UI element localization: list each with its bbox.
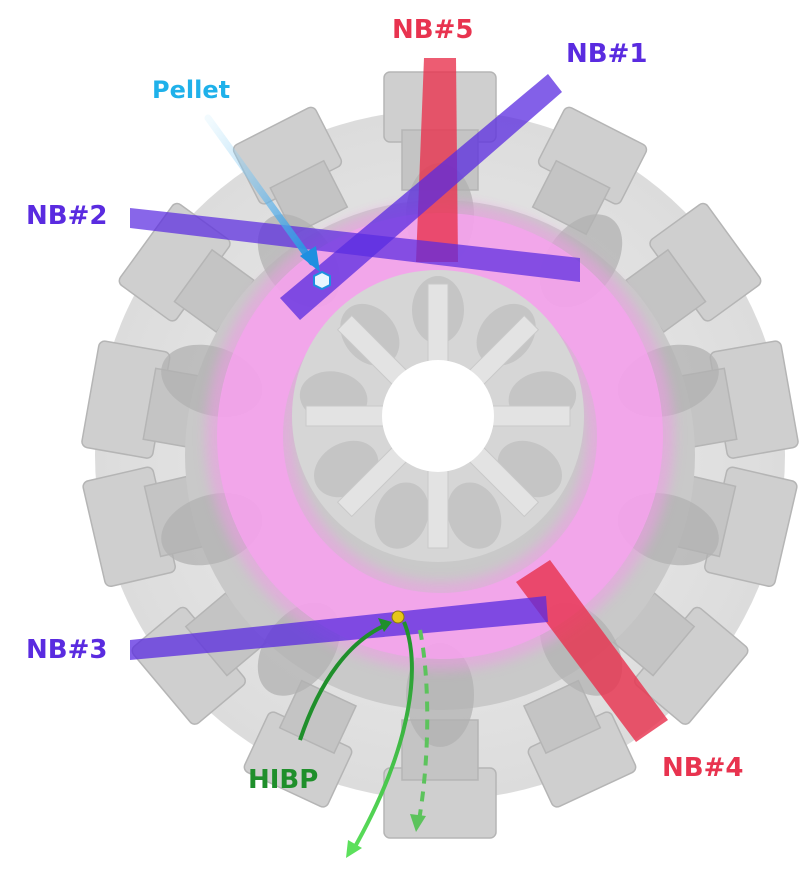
label-pellet: Pellet	[152, 76, 230, 104]
nb3-beam	[130, 596, 548, 660]
hibp-probe-point	[391, 610, 405, 624]
label-hibp: HIBP	[248, 765, 318, 795]
label-nb1: NB#1	[566, 39, 647, 69]
nb4-beam	[516, 560, 668, 742]
center-hole	[382, 360, 494, 472]
label-nb4: NB#4	[662, 753, 743, 783]
nb2-beam	[130, 208, 580, 282]
nb5-beam	[416, 58, 458, 262]
nb1-beam	[280, 74, 562, 320]
label-nb3: NB#3	[26, 635, 107, 665]
hibp-trajectory	[298, 618, 430, 858]
pellet-marker	[313, 270, 331, 291]
label-nb2: NB#2	[26, 201, 107, 231]
pellet-trajectory	[204, 114, 320, 272]
label-nb5: NB#5	[392, 15, 473, 45]
